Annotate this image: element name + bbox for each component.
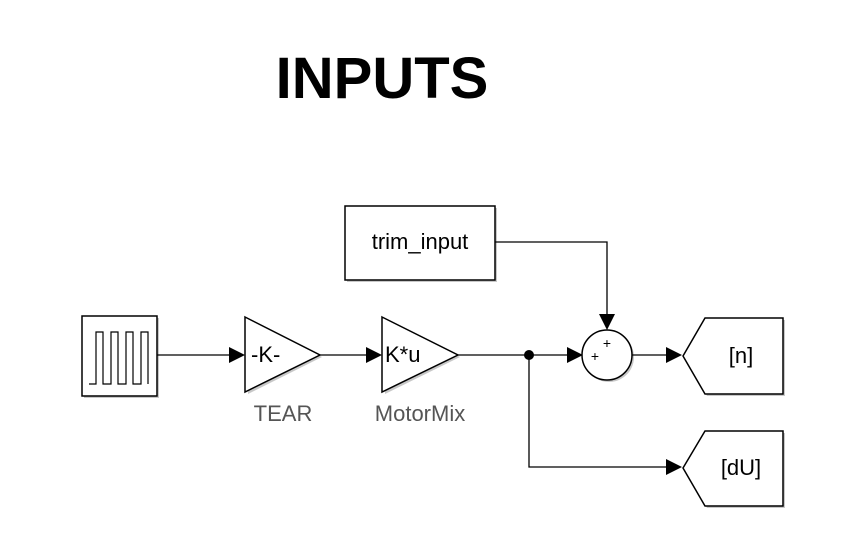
arrowhead <box>666 459 682 475</box>
gain-tear-text: -K- <box>251 342 280 367</box>
arrowhead <box>229 347 245 363</box>
arrowhead <box>666 347 682 363</box>
goto-block-n[interactable]: [n] <box>682 317 785 396</box>
arrowhead <box>366 347 382 363</box>
gain-block-tear[interactable]: -K- <box>244 315 322 394</box>
goto-block-du[interactable]: [dU] <box>682 430 785 508</box>
gain-motormix-label: MotorMix <box>375 401 465 426</box>
sum-sign-left: + <box>591 348 599 364</box>
gain-block-motormix[interactable]: K*u <box>381 315 460 394</box>
goto-n-text: [n] <box>729 343 753 368</box>
wire-trim-to-sum <box>495 241 608 316</box>
gain-motormix-text: K*u <box>385 342 420 367</box>
goto-du-text: [dU] <box>721 455 761 480</box>
sum-block[interactable]: + + <box>581 329 634 382</box>
wire-branch-to-du <box>528 355 667 468</box>
gain-tear-label: TEAR <box>254 401 313 426</box>
diagram-title: INPUTS <box>276 46 489 111</box>
trim-input-block[interactable]: trim_input <box>344 205 497 282</box>
pulse-generator-block[interactable] <box>81 315 159 398</box>
pulse-generator-icon <box>89 331 149 385</box>
arrowhead <box>567 347 583 363</box>
trim-input-text: trim_input <box>372 229 469 254</box>
sum-sign-top: + <box>603 335 611 351</box>
arrowhead <box>599 314 615 330</box>
